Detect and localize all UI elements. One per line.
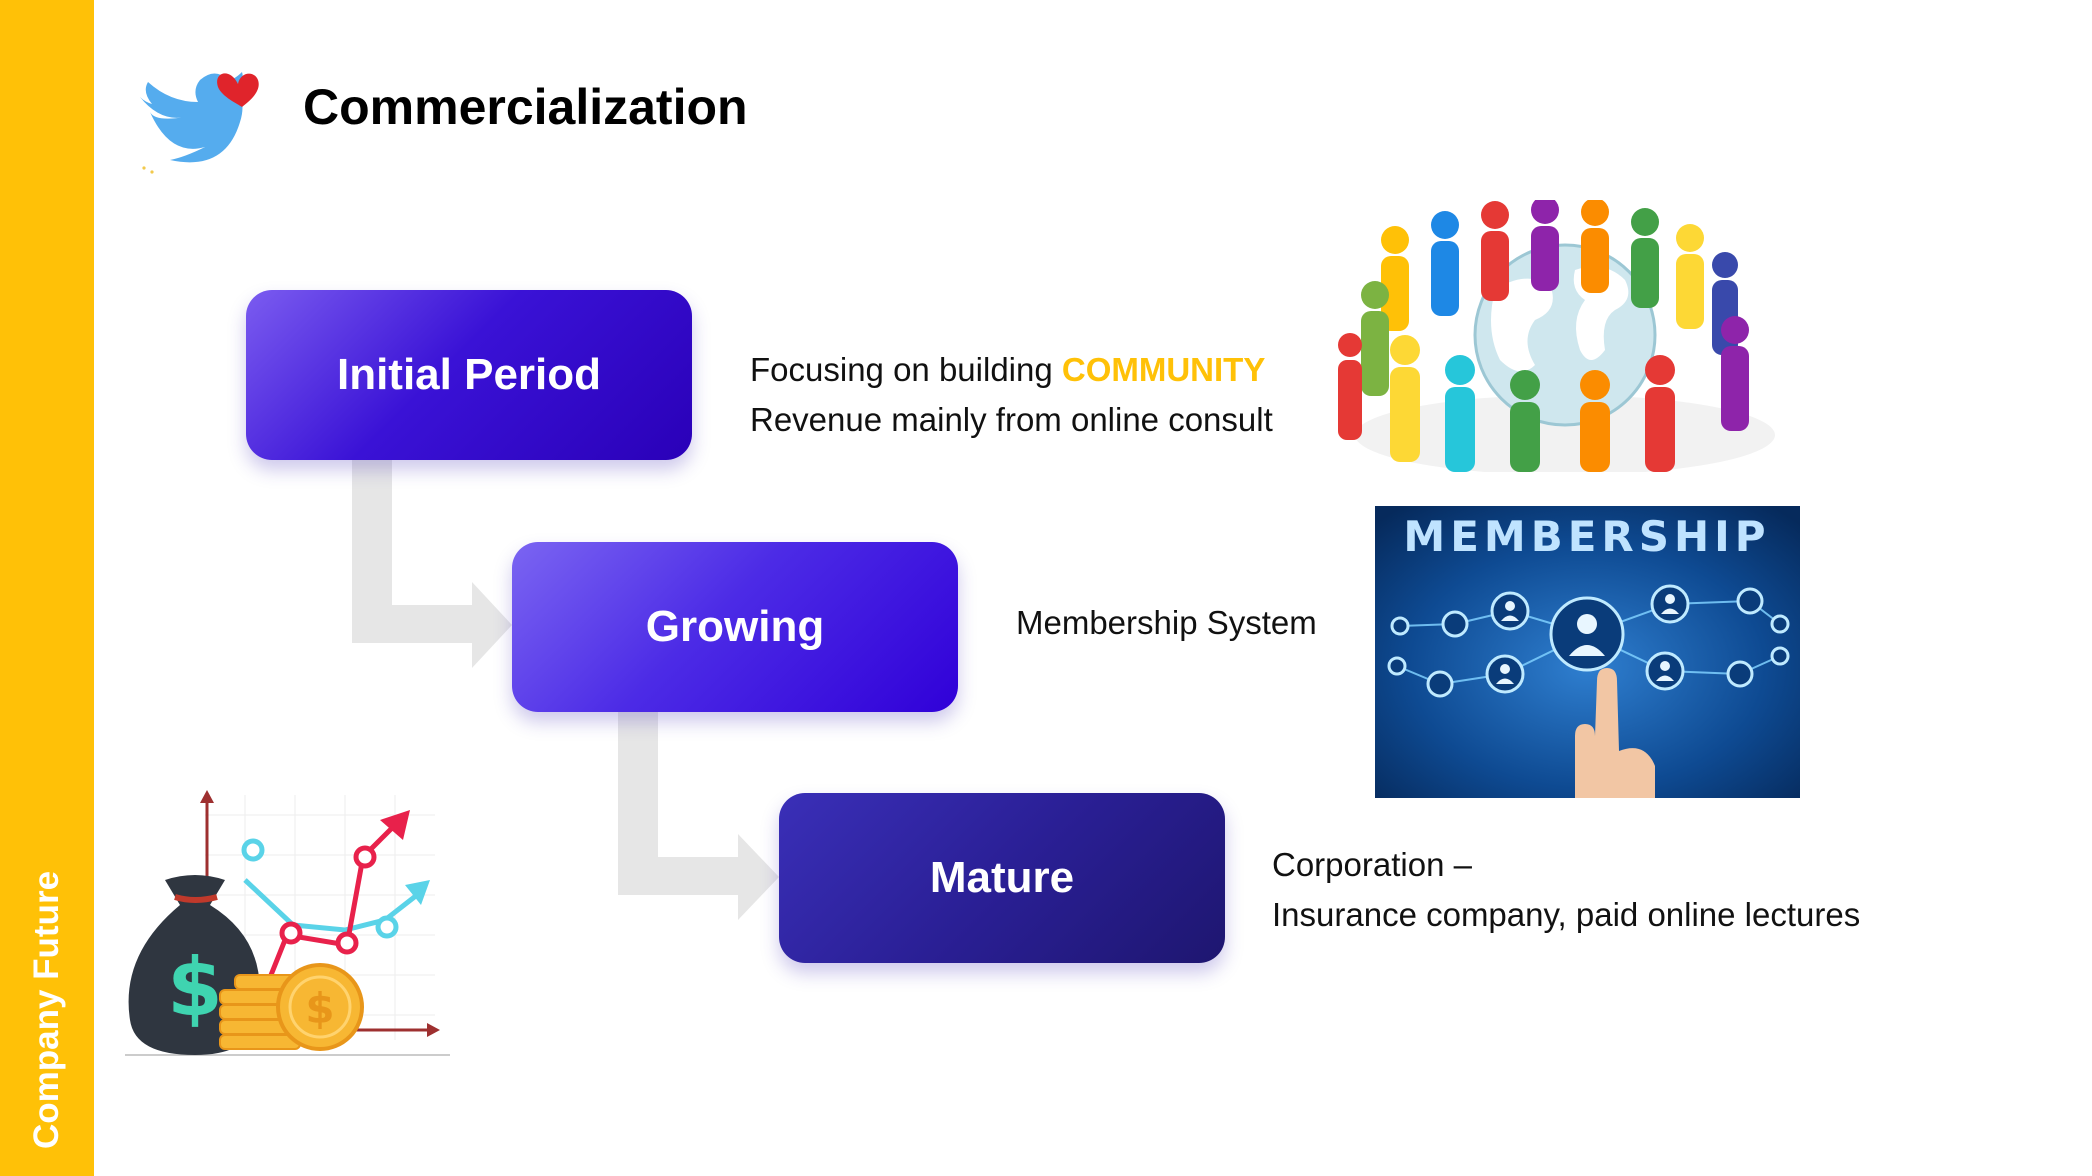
stage-growing: Growing: [512, 542, 958, 712]
bird-with-heart-icon: [140, 72, 259, 174]
mature-description: Corporation – Insurance company, paid on…: [1272, 840, 1860, 940]
initial-line1-prefix: Focusing on building: [750, 351, 1062, 388]
growing-description-line1: Membership System: [1016, 604, 1317, 641]
mature-description-line2: Insurance company, paid online lectures: [1272, 896, 1861, 933]
community-highlight: COMMUNITY: [1061, 351, 1266, 388]
initial-description: Focusing on building COMMUNITY Revenue m…: [750, 345, 1273, 445]
growing-description: Membership System: [1016, 598, 1317, 648]
stage-mature: Mature: [779, 793, 1225, 963]
stage-initial-period: Initial Period: [246, 290, 692, 460]
people-around-globe-icon: [1338, 200, 1775, 472]
initial-description-line2: Revenue mainly from online consult: [750, 401, 1273, 438]
sidebar-label: Company Future: [27, 870, 66, 1150]
sidebar: Company Future: [0, 0, 94, 1176]
svg-text:$: $: [305, 984, 334, 1033]
initial-description-line1: Focusing on building COMMUNITY: [750, 345, 1273, 395]
money-bag-chart-icon: $ $: [125, 790, 450, 1056]
people-figures: [1338, 200, 1749, 472]
svg-text:$: $: [167, 941, 223, 1034]
mature-description-line1: Corporation –: [1272, 846, 1472, 883]
page-title: Commercialization: [303, 79, 748, 135]
membership-label: MEMBERSHIP: [1403, 512, 1770, 561]
membership-image: MEMBERSHIP: [1375, 506, 1800, 798]
